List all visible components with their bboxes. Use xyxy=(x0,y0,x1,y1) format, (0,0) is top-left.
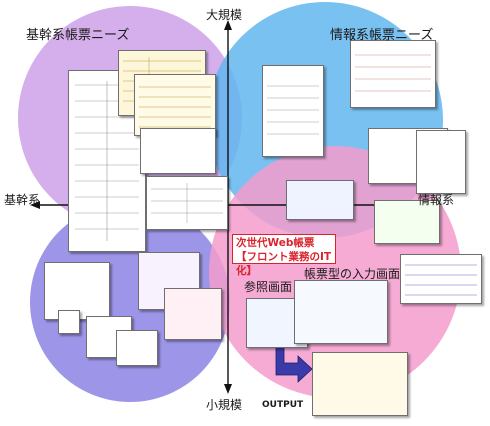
quadrant-title-top-left: 基幹系帳票ニーズ xyxy=(26,28,130,43)
form-thumbnail xyxy=(140,128,216,174)
form-thumbnail xyxy=(58,310,80,334)
form-thumbnail xyxy=(262,65,324,157)
form-thumbnail xyxy=(146,176,228,230)
axis-label-right: 情報系 xyxy=(418,193,455,207)
form-thumbnail xyxy=(374,200,440,244)
output-arrow xyxy=(275,333,313,383)
form-thumbnail xyxy=(164,288,222,340)
output-label: OUTPUT xyxy=(262,400,304,410)
form-thumbnail xyxy=(134,74,216,136)
form-thumbnail xyxy=(116,330,158,366)
axis-label-left: 基幹系 xyxy=(4,193,41,207)
form-thumbnail xyxy=(400,254,482,304)
callout-line-1: 次世代Web帳票 xyxy=(236,237,315,249)
output-screen-thumbnail xyxy=(312,352,408,416)
reference-screen-label: 参照画面 xyxy=(244,280,293,294)
form-thumbnail xyxy=(416,130,466,194)
form-input-screen-label: 帳票型の入力画面 xyxy=(304,267,401,281)
callout-line-2: 【フロント業務のIT化】 xyxy=(236,251,332,277)
quadrant-title-top-right: 情報系帳票ニーズ xyxy=(330,28,434,43)
input-screen-thumbnail xyxy=(294,280,388,344)
form-thumbnail xyxy=(350,40,436,108)
form-thumbnail xyxy=(286,180,354,220)
next-gen-web-form-callout: 次世代Web帳票 【フロント業務のIT化】 xyxy=(232,234,336,277)
axis-label-top: 大規模 xyxy=(206,8,243,22)
axis-label-bottom: 小規模 xyxy=(206,398,243,412)
